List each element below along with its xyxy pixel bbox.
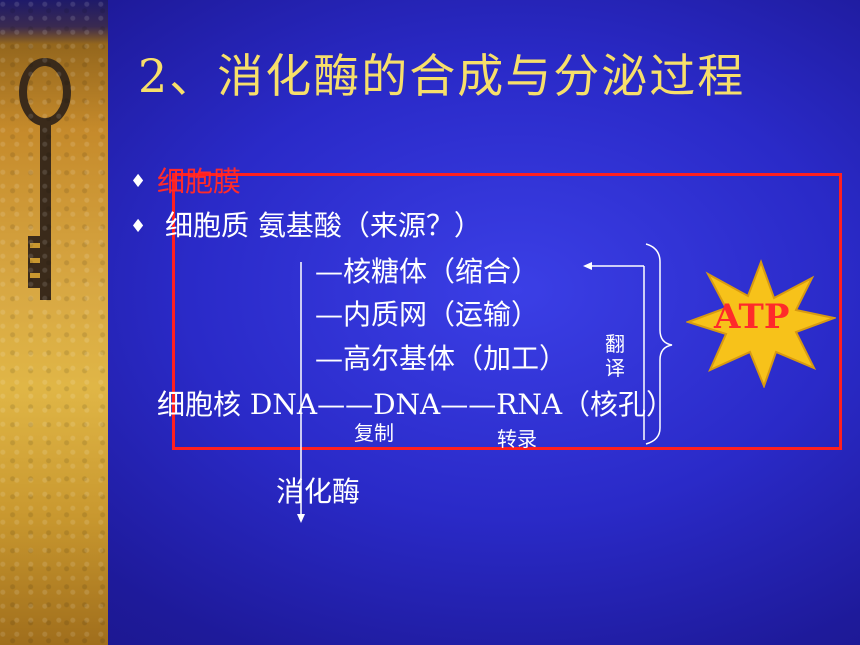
key-icon	[19, 58, 71, 300]
replication-label: 复制	[354, 421, 394, 445]
strip-shadow	[0, 0, 108, 44]
slide-title: 2、消化酶的合成与分泌过程	[138, 49, 746, 103]
product-label: 消化酶	[276, 475, 361, 508]
golgi-step: —高尔基体（加工）	[315, 342, 568, 375]
highlight-box	[172, 173, 842, 450]
atp-starburst	[686, 259, 836, 388]
bullet-icon: ♦	[130, 171, 147, 192]
transcription-label: 转录	[497, 427, 537, 451]
er-step: —内质网（运输）	[315, 298, 540, 331]
cell-membrane-label: 细胞膜	[157, 165, 242, 198]
translate-label-1: 翻	[605, 332, 625, 356]
atp-label: ATP	[714, 297, 790, 337]
decorative-key-strip	[0, 0, 108, 645]
nucleus-line: 细胞核 DNA——DNA——RNA（核孔）	[157, 388, 675, 421]
translate-label-2: 译	[605, 356, 625, 380]
bullet-icon: ♦	[130, 216, 147, 237]
ribosome-step: —核糖体（缩合）	[315, 255, 540, 288]
cytoplasm-line: 细胞质 氨基酸（来源？）	[165, 209, 482, 242]
